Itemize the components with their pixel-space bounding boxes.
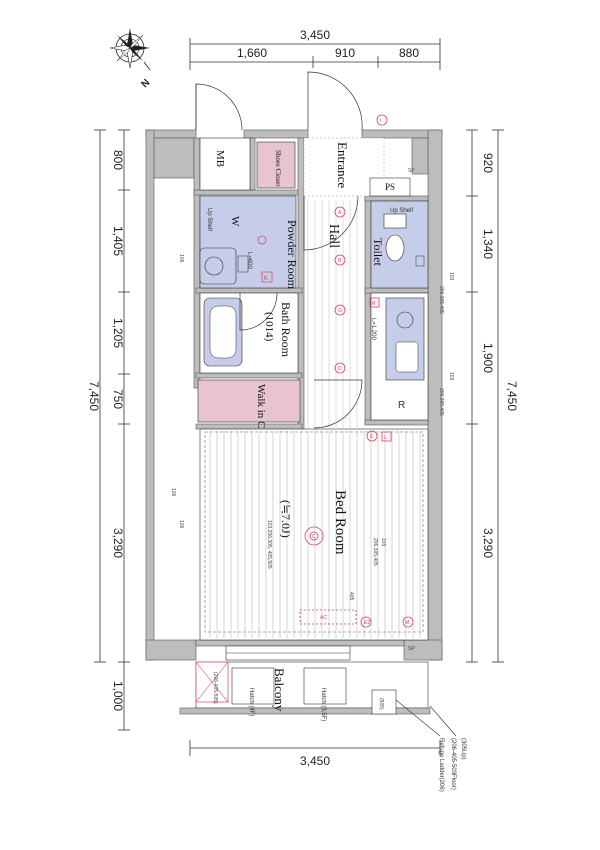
equipment-marker-labels: I A B G D C M E E2 R R L AC SP SP bbox=[312, 118, 415, 652]
hall-flooring bbox=[307, 200, 358, 428]
dim-right-total: 7,450 bbox=[505, 381, 519, 411]
shoes-closet bbox=[256, 141, 296, 189]
refuge-label-2: (206-405-503Floor) bbox=[450, 738, 456, 790]
marker-g: G bbox=[338, 308, 342, 314]
note-405: 405 bbox=[348, 592, 354, 601]
marker-r1: R bbox=[372, 301, 376, 307]
code-right-2: 206,305,405 bbox=[438, 388, 444, 416]
w-label: W bbox=[229, 216, 241, 227]
dim-right-3: 1,900 bbox=[481, 343, 495, 373]
dim-bottom-total: 3,450 bbox=[300, 754, 330, 768]
dim-left-6: 1,000 bbox=[111, 681, 125, 711]
marker-i: I bbox=[380, 118, 381, 124]
marker-b: B bbox=[338, 258, 342, 264]
marker-r2: R bbox=[398, 400, 405, 411]
bed-room-label: Bed Room bbox=[332, 490, 348, 555]
entrance-label: Entrance bbox=[335, 142, 350, 188]
code-right-1: 206,305,405 bbox=[438, 286, 444, 314]
marker-a: A bbox=[338, 210, 342, 216]
note-106-a: 106 bbox=[178, 254, 184, 263]
compass-north-label: N bbox=[139, 77, 152, 90]
balcony-code-label: (206-405-505) bbox=[212, 672, 218, 704]
mb-label: MB bbox=[214, 150, 226, 167]
dim-left-3: 1,205 bbox=[111, 318, 125, 348]
marker-sp-top: SP bbox=[408, 168, 415, 174]
dim-left-4: 750 bbox=[111, 389, 125, 409]
dim-left-5: 3,290 bbox=[111, 528, 125, 558]
balcony-window bbox=[225, 645, 351, 661]
walk-in-closet bbox=[197, 379, 301, 423]
balcony-label: Balcony bbox=[272, 668, 287, 712]
code-505-label: (505) bbox=[378, 698, 384, 710]
dimension-lines bbox=[94, 38, 504, 756]
note-103-a: 103 bbox=[448, 272, 454, 281]
marker-ac: AC bbox=[320, 615, 327, 621]
dim-left-total: 7,450 bbox=[87, 381, 101, 411]
dim-top-b: 910 bbox=[335, 46, 355, 60]
marker-d: D bbox=[338, 366, 342, 372]
note-103-b: 103 bbox=[448, 372, 454, 381]
walls bbox=[145, 129, 443, 661]
ps-label: PS bbox=[385, 182, 395, 192]
marker-e2: E2 bbox=[364, 620, 370, 626]
note-106-b: 106 bbox=[170, 488, 176, 497]
bed-size-label: (≒7.0J) bbox=[279, 500, 293, 538]
up-shelf-1: Up Shelf bbox=[206, 208, 212, 231]
compass-icon: N bbox=[109, 28, 152, 90]
marker-sp-bottom: SP bbox=[408, 646, 415, 652]
dim-left-1: 800 bbox=[111, 150, 125, 170]
dim-right-4: 3,290 bbox=[481, 528, 495, 558]
dimension-labels: 3,450 1,660 910 880 3,450 800 1,405 1,20… bbox=[87, 28, 519, 768]
bed-code-label: 103,206,305, 405,505 bbox=[266, 520, 272, 569]
note-103-c: 103 bbox=[380, 538, 386, 547]
dim-top-total: 3,450 bbox=[300, 28, 330, 42]
code-right-3: 206,305,405 bbox=[372, 538, 378, 566]
bath-room-label: Bath Room bbox=[279, 302, 293, 358]
dim-right-1: 920 bbox=[481, 153, 495, 173]
dim-top-a: 1,660 bbox=[237, 46, 267, 60]
hatch-35f-label: Hatch (3,5F) bbox=[320, 688, 326, 721]
refuge-label-3: (305Up) bbox=[460, 738, 466, 760]
hatch-4f-label: Hatch (4F) bbox=[248, 688, 254, 716]
hall-label: Hall bbox=[326, 224, 341, 248]
refuge-label: Refuge Ladder(206) bbox=[438, 738, 444, 792]
note-numbers: 106 106 106 103 103 103 405 206,305,405 … bbox=[170, 254, 454, 601]
mb-room bbox=[199, 137, 251, 191]
bed-room-flooring bbox=[209, 431, 421, 638]
l1200-label: L=1,200 bbox=[370, 318, 376, 341]
doors bbox=[195, 71, 363, 429]
dim-right-2: 1,340 bbox=[481, 229, 495, 259]
note-106-c: 106 bbox=[178, 520, 184, 529]
dim-left-2: 1,405 bbox=[111, 226, 125, 256]
k-mark: K bbox=[264, 276, 268, 282]
marker-e: E bbox=[370, 434, 374, 440]
toilet-label: Toilet bbox=[371, 238, 385, 266]
shoes-closet-label: Shoes Closet bbox=[274, 150, 282, 186]
up-shelf-2: Up Shelf bbox=[390, 208, 413, 214]
equipment-markers bbox=[299, 114, 414, 628]
refuge-leaders bbox=[395, 699, 457, 737]
marker-m: M bbox=[405, 620, 409, 626]
marker-c: C bbox=[312, 534, 316, 540]
ps-shaft bbox=[369, 177, 411, 197]
marker-l: L bbox=[384, 435, 387, 441]
l600-label: L=600 bbox=[246, 252, 252, 270]
powder-room-label: Powder Room bbox=[285, 220, 299, 290]
dim-top-c: 880 bbox=[399, 46, 419, 60]
